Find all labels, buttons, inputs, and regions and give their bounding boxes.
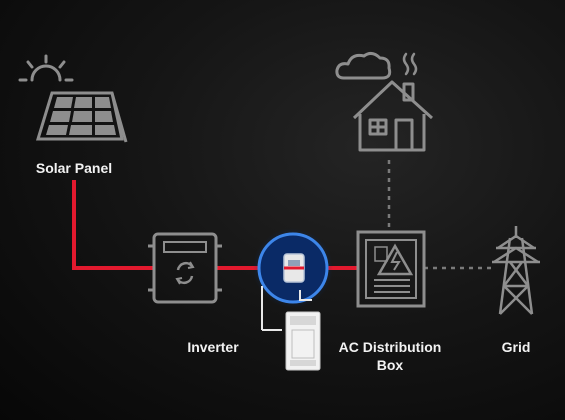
energy-meter-icon [253,228,333,308]
distribution-box-icon [356,230,426,308]
cloud-icon [335,51,392,80]
solar-to-inverter-line [72,180,154,270]
house-icon [352,80,434,152]
transmission-tower-icon [492,226,540,315]
solar-panel-icon [35,91,128,143]
ac-distribution-label-line1: AC Distribution [338,339,442,355]
ac-distribution-box-label: AC Distribution Box [320,338,460,374]
inverter-label: Inverter [158,338,268,356]
smart-switch-icon [261,286,321,371]
solar-panel-label-text: Solar Panel [35,160,113,176]
inverter-label-text: Inverter [187,339,239,355]
steam-icon [402,52,418,76]
solar-panel-label: Solar Panel [14,159,134,177]
sun-icon [18,54,74,82]
grid-label: Grid [486,338,546,356]
inverter-icon [148,232,222,304]
grid-label-text: Grid [501,339,531,355]
ac-distribution-label-line2: Box [376,357,404,373]
